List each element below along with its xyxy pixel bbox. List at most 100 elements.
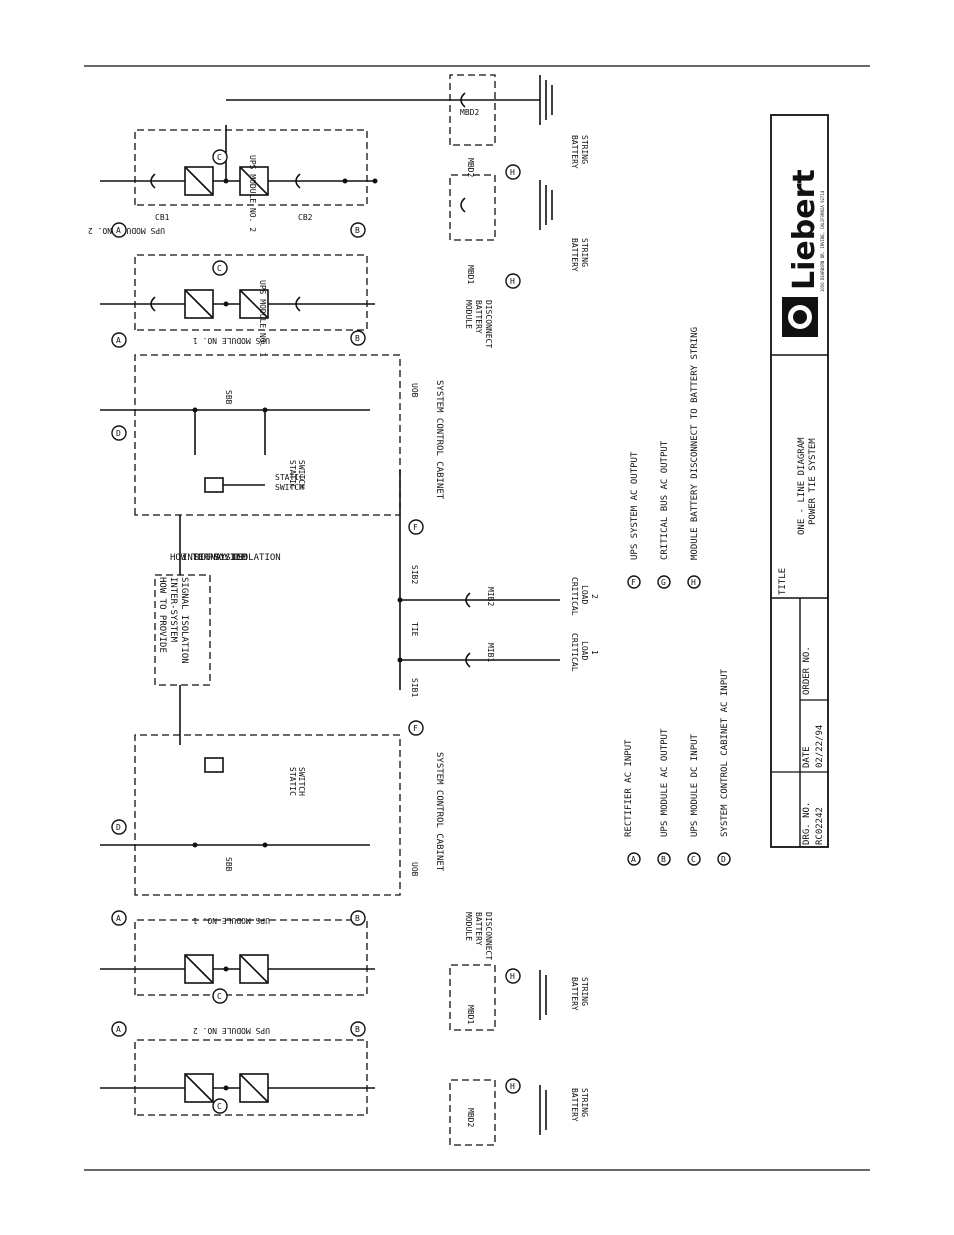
connection-marker-b: B	[350, 330, 366, 346]
title-line-1: ONE - LINE DIAGRAM	[797, 437, 807, 535]
legend-text-b: UPS MODULE AC OUTPUT	[660, 728, 670, 837]
tie-label: TIE	[410, 622, 419, 637]
svg-text:C: C	[217, 1102, 222, 1111]
svg-text:F: F	[413, 523, 418, 532]
mbd2-label: MBD2	[460, 108, 479, 117]
liebert-logo: Liebert 1050 DEARBORN DR. IRVINE, CALIFO…	[782, 169, 825, 337]
ups-module-2-left	[100, 1039, 375, 1116]
mbd1-right-label: MBD1	[466, 265, 475, 284]
connection-marker-c: C	[212, 149, 228, 165]
svg-text:B: B	[355, 914, 360, 923]
critical-load-1-a: CRITICAL	[570, 633, 579, 672]
sib1-label: SIB1	[410, 678, 419, 697]
ups-module-2-label: UPS MODULE NO. 2	[248, 155, 257, 232]
drg-no-label: DRG. NO.	[802, 802, 812, 845]
svg-text:B: B	[355, 1025, 360, 1034]
static-switch-r1: STATIC	[288, 460, 297, 489]
battery-string-label-8: STRING	[580, 1088, 589, 1117]
mbd-label-5: BATTERY	[474, 912, 483, 946]
connection-marker-f: F	[408, 519, 424, 535]
connection-marker-h: H	[505, 968, 521, 984]
static-switch-label-1: STATIC	[275, 473, 304, 482]
legend-marker-f	[627, 575, 641, 589]
battery-string-label-1: BATTERY	[570, 135, 579, 169]
schematic: CB1 CB2 UPS MODULE NO. 2 MBD2	[100, 74, 560, 1146]
mbd-label-3: DISCONNECT	[484, 300, 493, 348]
cb1-label: CB1	[155, 213, 170, 222]
mbd-label-1: MODULE	[464, 300, 473, 329]
battery-string-label-5: BATTERY	[570, 977, 579, 1011]
static-switch-l1: STATIC	[288, 767, 297, 796]
critical-load-2-a: CRITICAL	[570, 577, 579, 616]
critical-bus	[397, 470, 560, 690]
uob-right-label: UOB	[410, 383, 419, 398]
connection-marker-a: A	[111, 222, 127, 238]
svg-text:B: B	[355, 226, 360, 235]
connection-marker-h: H	[505, 273, 521, 289]
system-control-cabinet-right: STATIC SWITCH	[100, 354, 401, 516]
legend-letter-b: B	[661, 855, 666, 864]
svg-text:A: A	[116, 336, 121, 345]
schematic-labels: BATTERY STRING BATTERY STRING BATTERY ST…	[88, 135, 599, 1127]
battery-string-label-2: STRING	[580, 135, 589, 164]
legend-text-a: RECTIFIER AC INPUT	[624, 739, 634, 837]
svg-text:H: H	[510, 972, 515, 981]
mbd2-left-label: MBD2	[466, 1108, 475, 1127]
legend-text-c: UPS MODULE DC INPUT	[690, 733, 700, 837]
connection-marker-f: F	[408, 720, 424, 736]
legend-marker-h	[687, 575, 701, 589]
isolation-label-1: HOW TO PROVIDE	[170, 553, 246, 563]
svg-text:H: H	[510, 168, 515, 177]
isolation-text-2: INTER-SYSTEM	[168, 577, 178, 643]
connection-marker-b: B	[350, 910, 366, 926]
legend-text-g: CRITICAL BUS AC OUTPUT	[660, 440, 670, 560]
mbd2-right: MBD2	[226, 74, 553, 146]
mbd-label-2: BATTERY	[474, 300, 483, 334]
legend-marker-a	[627, 852, 641, 866]
svg-text:C: C	[217, 153, 222, 162]
connection-marker-b: B	[350, 1021, 366, 1037]
sbb-left-label: SBB	[224, 857, 233, 872]
ups-module-1-label: UPS MODULE NO. 1	[258, 280, 267, 357]
svg-text:C: C	[217, 992, 222, 1001]
connection-marker-c: C	[212, 1098, 228, 1114]
system-control-cabinet-left	[100, 734, 401, 896]
legend-marker-g	[657, 575, 671, 589]
svg-text:C: C	[217, 264, 222, 273]
connection-marker-c: C	[212, 988, 228, 1004]
mbd-label-4: MODULE	[464, 912, 473, 941]
legend-letter-c: C	[691, 855, 696, 864]
connection-marker-d: D	[111, 819, 127, 835]
static-switch-r2: SWITCH	[297, 460, 306, 489]
scc-left-label: SYSTEM CONTROL CABINET	[434, 752, 444, 872]
mbd-label-6: DISCONNECT	[484, 912, 493, 960]
date-label: DATE	[802, 746, 812, 768]
svg-text:F: F	[413, 724, 418, 733]
svg-text:H: H	[510, 277, 515, 286]
critical-load-2-c: 2	[590, 594, 599, 599]
cb2-label: CB2	[298, 213, 313, 222]
title-label: TITLE	[778, 568, 788, 595]
legend-letter-a: A	[631, 855, 636, 864]
svg-text:A: A	[116, 226, 121, 235]
ups-module-2-right: CB1 CB2 UPS MODULE NO. 2	[100, 125, 378, 232]
ups-module-1-right: UPS MODULE NO. 1	[100, 254, 375, 357]
critical-load-2-b: LOAD	[580, 585, 589, 604]
order-no-label: ORDER NO.	[802, 646, 812, 695]
connection-marker-h: H	[505, 164, 521, 180]
mbd1-right	[449, 174, 553, 241]
connection-marker-h: H	[505, 1078, 521, 1094]
mbd2-right-label: MBD2	[466, 158, 475, 177]
title-line-2: POWER TIE SYSTEM	[808, 438, 818, 525]
svg-text:D: D	[116, 429, 121, 438]
static-switch-label-2: SWITCH	[275, 483, 304, 492]
connection-marker-d: D	[111, 425, 127, 441]
scc-right-label: SYSTEM CONTROL CABINET	[434, 380, 444, 500]
legend-marker-c	[687, 852, 701, 866]
title-block: TITLE ONE - LINE DIAGRAM POWER TIE SYSTE…	[770, 114, 829, 848]
legend: A RECTIFIER AC INPUT B UPS MODULE AC OUT…	[624, 327, 731, 866]
connection-marker-a: A	[111, 910, 127, 926]
connection-marker-a: A	[111, 332, 127, 348]
